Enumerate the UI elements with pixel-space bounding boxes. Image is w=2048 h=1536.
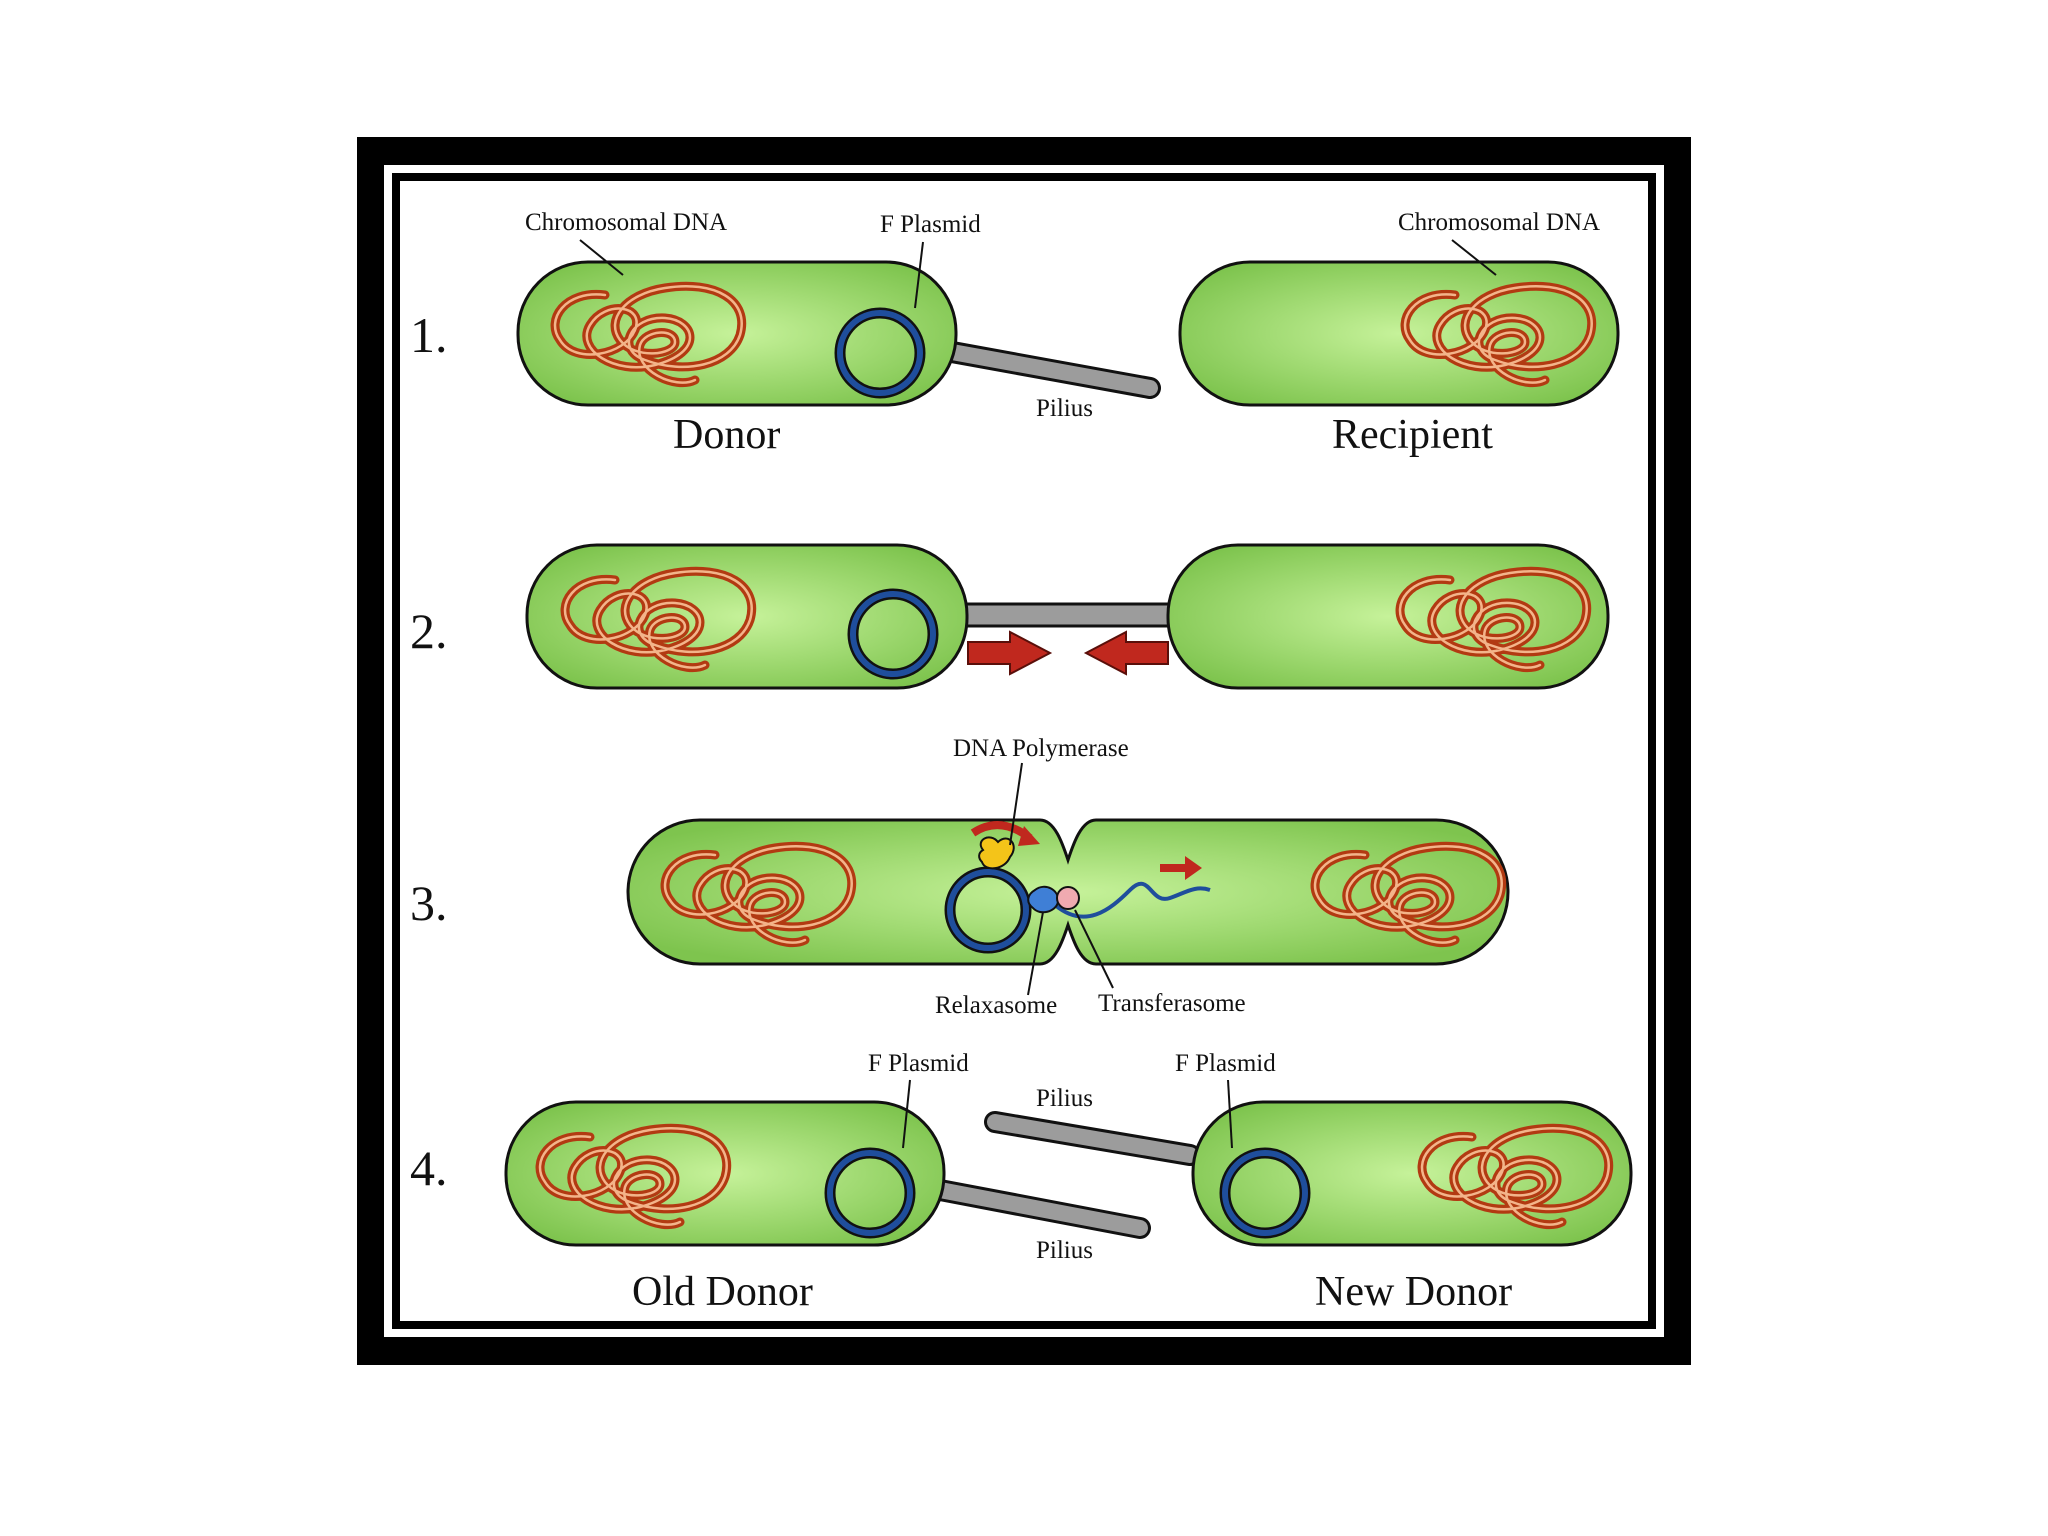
label-new-donor: New Donor	[1315, 1269, 1512, 1315]
chromosomal-dna	[1400, 281, 1597, 388]
pilus	[958, 602, 1177, 628]
label-recipient: Recipient	[1332, 412, 1493, 458]
label-f-plasmid: F Plasmid	[880, 211, 981, 238]
label-chromosomal-dna: Chromosomal DNA	[1398, 209, 1600, 236]
f-plasmid-ring	[837, 310, 923, 396]
label-pilius: Pilius	[1036, 1237, 1093, 1264]
direction-arrow-icon	[1160, 856, 1202, 880]
step-number-2: 2.	[410, 603, 448, 659]
chromosome-strand-highlight	[1313, 845, 1503, 944]
pilus-fill	[987, 1114, 1198, 1163]
step-2: 2.	[410, 543, 1610, 690]
rotation-arrow-head	[1018, 826, 1040, 846]
chromosomal-dna	[1395, 566, 1592, 673]
label-pilius: Pilius	[1036, 1085, 1093, 1112]
label-f-plasmid: F Plasmid	[1175, 1050, 1276, 1077]
leader-line	[902, 1079, 911, 1149]
leader-line	[914, 241, 924, 309]
leader-line	[1451, 239, 1497, 276]
label-chromosomal-dna: Chromosomal DNA	[525, 209, 727, 236]
chromosomal-dna	[535, 1123, 732, 1230]
chromosomal-dna	[1417, 1123, 1614, 1230]
chromosome-strand-highlight	[663, 845, 853, 944]
pilus-fill	[944, 344, 1158, 396]
label-f-plasmid: F Plasmid	[868, 1050, 969, 1077]
recipient-cell	[1178, 260, 1620, 407]
step-number-3: 3.	[410, 875, 448, 931]
f-plasmid-ring	[827, 1150, 913, 1236]
step-number-4: 4.	[410, 1140, 448, 1196]
chromosome-strand-highlight	[1420, 1127, 1610, 1226]
leader-line	[1074, 909, 1114, 989]
pilus-fill	[932, 1182, 1148, 1236]
relaxasome-icon	[1027, 885, 1060, 914]
chromosome-strand-highlight	[538, 1127, 728, 1226]
f-plasmid-ring	[947, 869, 1029, 951]
arrow-right-icon	[967, 630, 1053, 676]
step-number-1: 1.	[410, 307, 448, 363]
dna-polymerase-icon	[978, 836, 1015, 870]
chromosome-strand-highlight	[553, 285, 743, 384]
label-dna-polymerase: DNA Polymerase	[953, 735, 1129, 762]
step-4: 4. F Plasmid F Plasmid Pilius Pilius Old…	[410, 1050, 1633, 1315]
f-plasmid-ring	[1222, 1150, 1308, 1236]
leader-line	[1027, 911, 1044, 996]
f-plasmid-ring	[850, 591, 936, 677]
chromosome-strand-highlight	[1403, 285, 1593, 384]
label-pilius: Pilius	[1036, 395, 1093, 422]
step-1: 1. Chromosomal DNA F Plasmid Chromosomal…	[410, 209, 1620, 458]
leader-line	[579, 239, 624, 276]
chromosomal-dna	[1310, 841, 1507, 948]
chromosome-strand-highlight	[563, 570, 753, 669]
chromosome-strand-highlight	[1398, 570, 1588, 669]
label-donor: Donor	[673, 412, 780, 458]
transferasome-icon	[1056, 886, 1080, 910]
label-old-donor: Old Donor	[632, 1269, 813, 1315]
chromosomal-dna	[550, 281, 747, 388]
leader-line	[1227, 1079, 1233, 1149]
transferred-dna-strand	[1053, 881, 1211, 919]
label-transferasome: Transferasome	[1098, 990, 1246, 1017]
chromosomal-dna	[660, 841, 857, 948]
arrow-left-icon	[1083, 630, 1169, 676]
step-3: 3. DNA Polymerase Relaxasome Transferaso…	[410, 735, 1510, 1019]
leader-line	[1009, 762, 1023, 846]
chromosomal-dna	[560, 566, 757, 673]
label-relaxasome: Relaxasome	[935, 992, 1057, 1019]
